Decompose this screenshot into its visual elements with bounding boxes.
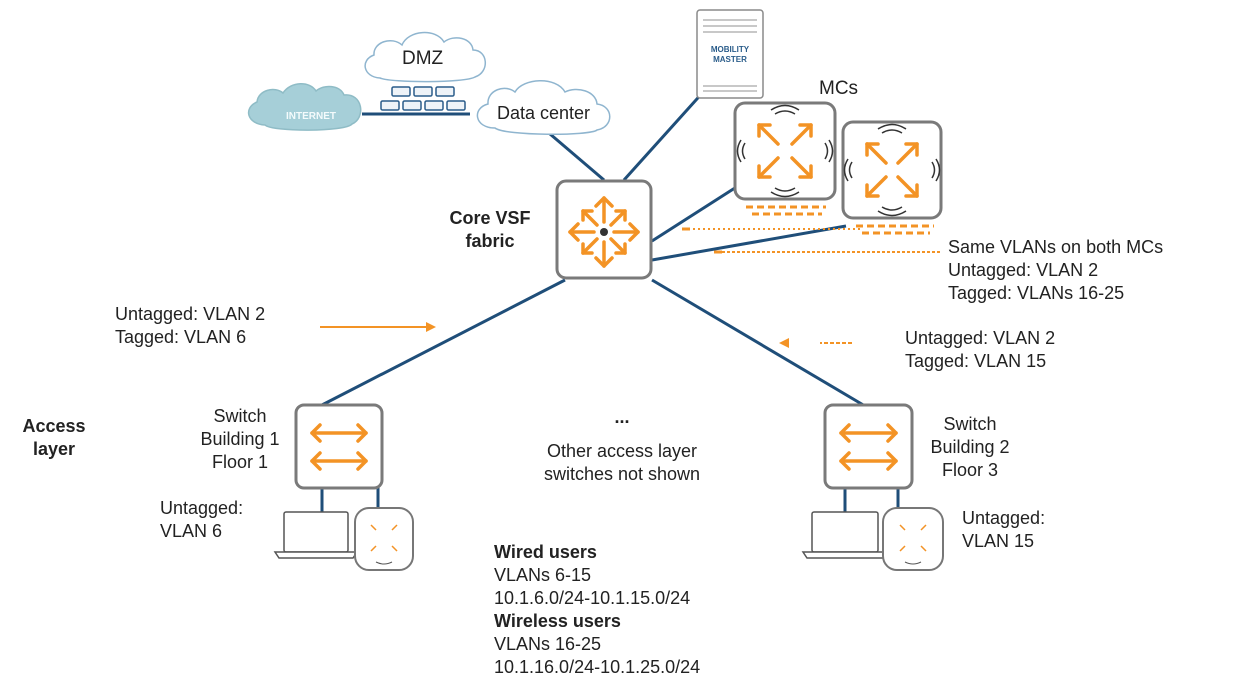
mobility-label-line2: MASTER <box>713 55 747 64</box>
left-uplink-line2: Tagged: VLAN 6 <box>115 327 247 347</box>
mobility-controller-2 <box>841 120 943 235</box>
ellipsis: ... <box>614 407 630 427</box>
switch-right-label: Switch Building 2 Floor 3 <box>920 413 1020 482</box>
switch-right-line2: Building 2 <box>930 437 1010 457</box>
mc-vlan-note-line1: Same VLANs on both MCs <box>948 237 1164 257</box>
users-summary: Wired users VLANs 6-15 10.1.6.0/24-10.1.… <box>494 541 700 679</box>
right-uplink-line1: Untagged: VLAN 2 <box>905 328 1056 348</box>
other-switches-note: Other access layer switches not shown <box>505 440 739 486</box>
right-untagged-line1: Untagged: <box>962 508 1046 528</box>
core-arrows-icon <box>568 196 640 268</box>
right-untagged-line2: VLAN 15 <box>962 531 1035 551</box>
link-mc2-core <box>651 224 847 262</box>
core-vsf-switch <box>555 179 653 280</box>
core-label-line2: fabric <box>465 231 515 251</box>
left-uplink-note: Untagged: VLAN 2 Tagged: VLAN 6 <box>115 303 265 349</box>
dmz-cloud <box>364 31 486 83</box>
other-switches-line1: Other access layer <box>546 441 698 461</box>
switch-left-line2: Building 1 <box>200 429 280 449</box>
access-switch-left <box>294 403 384 490</box>
mobility-master-appliance: MOBILITY MASTER <box>696 9 764 99</box>
internet-cloud: INTERNET <box>247 83 362 131</box>
wireless-users-vlans: VLANs 16-25 <box>494 634 602 654</box>
mc-vlan-note-line2: Untagged: VLAN 2 <box>948 260 1099 280</box>
mc1-arrows-icon <box>757 123 813 179</box>
left-untagged-line1: Untagged: <box>160 498 244 518</box>
right-uplink-note: Untagged: VLAN 2 Tagged: VLAN 15 <box>905 327 1055 373</box>
data-center-label: Data center <box>497 103 591 123</box>
other-switches-line2: switches not shown <box>543 464 701 484</box>
link-mc1-core <box>651 184 739 243</box>
switch-right-line1: Switch <box>943 414 997 434</box>
mc-vlan-note: Same VLANs on both MCs Untagged: VLAN 2 … <box>948 236 1163 305</box>
right-uplink-line2: Tagged: VLAN 15 <box>905 351 1047 371</box>
wired-users-title: Wired users <box>494 542 597 562</box>
mc1-wifi-icon <box>736 104 834 198</box>
left-uplink-arrow <box>320 322 436 332</box>
mc2-ports <box>856 224 934 235</box>
access-switch-right <box>823 403 914 490</box>
link-mobility-master-core <box>622 88 707 182</box>
link-core-switch-left <box>319 278 566 408</box>
left-untagged-note: Untagged: VLAN 6 <box>160 497 243 543</box>
access-layer-line1: Access <box>22 416 86 436</box>
core-label-line1: Core VSF <box>449 208 531 228</box>
mc-vlan-arrows <box>682 227 940 254</box>
access-right-arrows-icon <box>839 423 898 471</box>
link-datacenter-core <box>542 126 605 182</box>
wireless-users-subnets: 10.1.16.0/24-10.1.25.0/24 <box>494 657 701 677</box>
right-uplink-arrow <box>779 338 852 348</box>
mobility-controller-1 <box>733 101 837 216</box>
laptop-left-icon <box>273 511 359 559</box>
switch-left-line1: Switch <box>213 406 267 426</box>
link-core-switch-right <box>651 278 866 408</box>
mobility-label-line1: MOBILITY <box>711 45 750 54</box>
switch-left-label: Switch Building 1 Floor 1 <box>190 405 290 474</box>
left-uplink-line1: Untagged: VLAN 2 <box>115 304 266 324</box>
internet-label: INTERNET <box>286 111 336 122</box>
access-left-arrows-icon <box>310 423 368 471</box>
access-point-right-icon <box>882 507 944 571</box>
wireless-users-title: Wireless users <box>494 611 621 631</box>
core-vsf-label: Core VSF fabric <box>430 207 550 253</box>
dmz-label: DMZ <box>402 48 444 69</box>
left-untagged-line2: VLAN 6 <box>160 521 223 541</box>
mcs-label: MCs <box>819 78 859 99</box>
mc1-ports <box>746 205 826 216</box>
datacenter-cloud <box>476 80 611 136</box>
switch-left-line3: Floor 1 <box>211 452 269 472</box>
dmz-servers <box>380 86 466 111</box>
access-layer-line2: layer <box>32 439 76 459</box>
laptop-right-icon <box>801 511 889 559</box>
mc2-arrows-icon <box>865 142 919 198</box>
right-untagged-note: Untagged: VLAN 15 <box>962 507 1045 553</box>
mc-vlan-note-line3: Tagged: VLANs 16-25 <box>948 283 1125 303</box>
switch-right-line3: Floor 3 <box>941 460 999 480</box>
wired-users-subnets: 10.1.6.0/24-10.1.15.0/24 <box>494 588 691 608</box>
access-layer-label: Access layer <box>4 415 104 461</box>
network-links <box>319 88 900 515</box>
mc2-wifi-icon <box>843 123 941 217</box>
access-point-left-icon <box>354 507 414 571</box>
wired-users-vlans: VLANs 6-15 <box>494 565 592 585</box>
